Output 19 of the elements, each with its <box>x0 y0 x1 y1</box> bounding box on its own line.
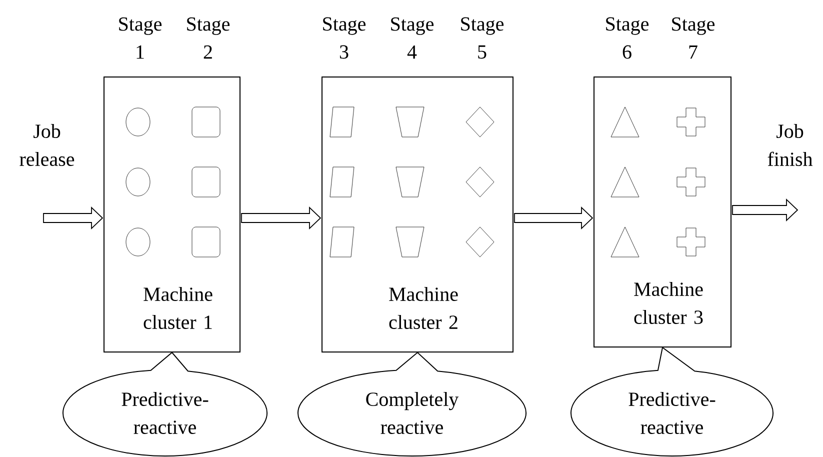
stage-label: Stage 7 <box>672 17 715 59</box>
text-label: Job release <box>20 124 74 166</box>
block-arrow <box>514 206 594 230</box>
block-arrow <box>43 206 104 230</box>
speech-bubble: Predictive- reactive <box>62 352 268 456</box>
block-arrow <box>732 198 798 222</box>
stage-label: Stage 4 <box>391 17 434 59</box>
block-arrow <box>241 206 322 230</box>
cluster-box: Machine cluster 3 <box>594 76 732 348</box>
speech-bubble: Completely reactive <box>298 352 526 456</box>
stage-label: Stage 5 <box>461 17 504 59</box>
cluster-box: Machine cluster 1 <box>104 76 240 352</box>
text-label: Job finish <box>768 124 813 166</box>
cluster-box: Machine cluster 2 <box>322 76 514 352</box>
stage-label: Stage 6 <box>606 17 649 59</box>
stage-label: Stage 1 <box>119 17 162 59</box>
speech-bubble: Predictive- reactive <box>570 347 774 456</box>
stage-label: Stage 2 <box>187 17 230 59</box>
stage-label: Stage 3 <box>323 17 366 59</box>
